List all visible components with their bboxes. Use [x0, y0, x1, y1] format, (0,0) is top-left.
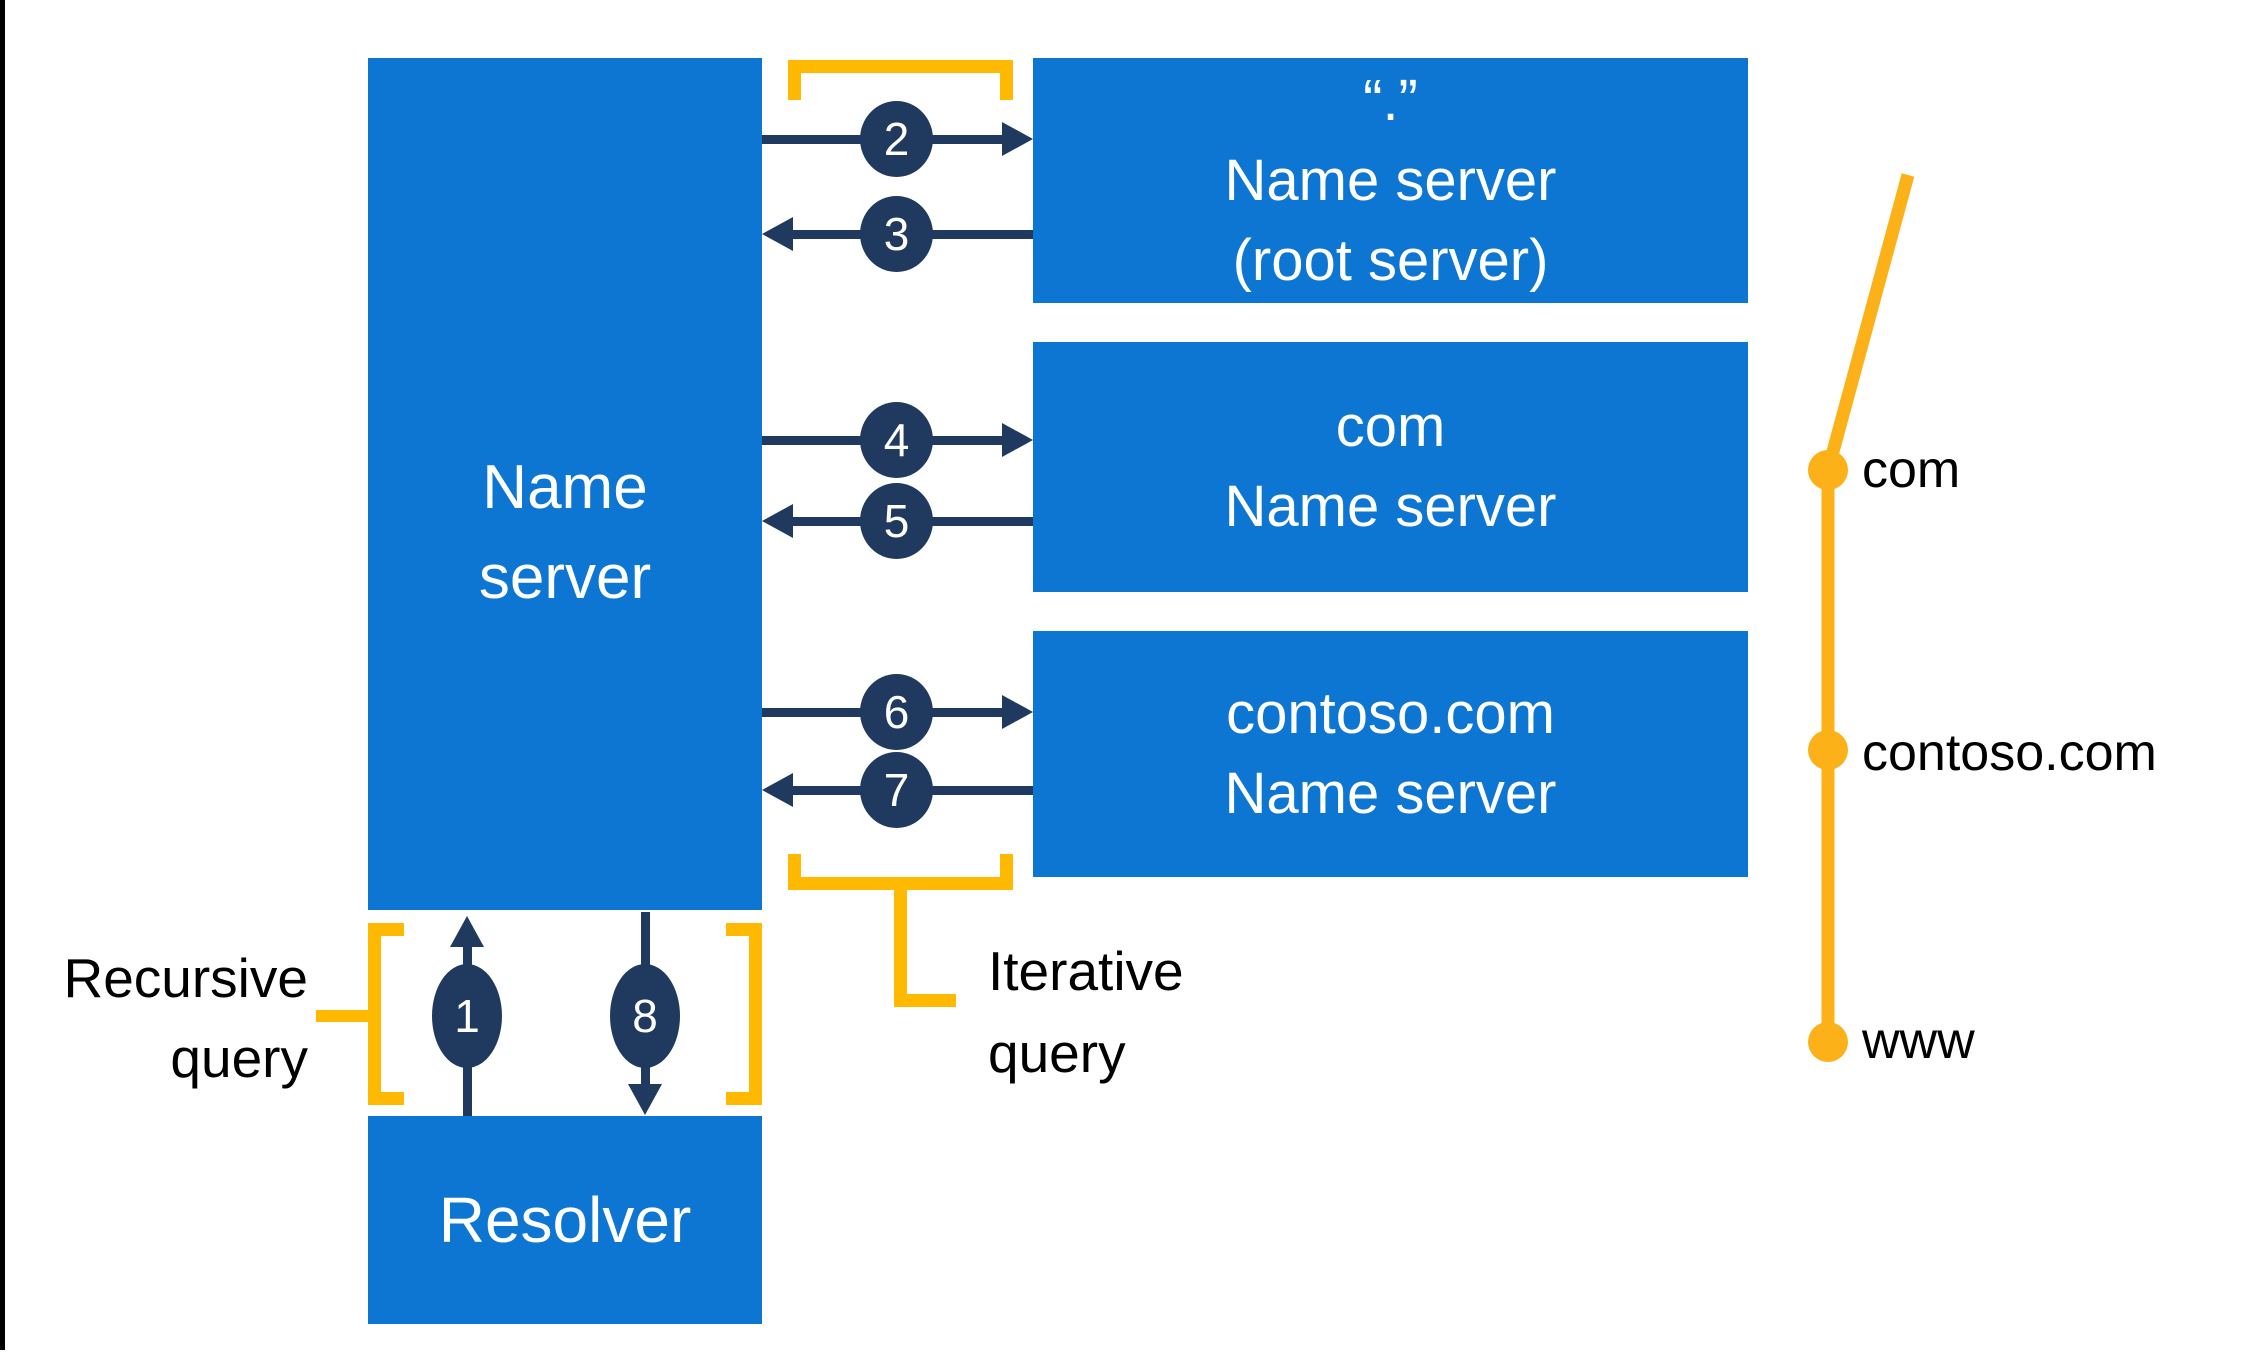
arrow-left-icon [762, 773, 793, 807]
root-server-box: “.” Name server (root server) [1033, 58, 1748, 303]
step-1-number: 1 [454, 990, 480, 1042]
step-6-number: 6 [883, 686, 910, 738]
arrow-right-icon [1002, 423, 1033, 457]
step-3-number: 3 [883, 208, 910, 260]
recursive-connector [316, 1010, 368, 1022]
step-7-number: 7 [883, 764, 910, 816]
arrow-right-icon [1002, 695, 1033, 729]
arrow-up-icon [450, 916, 484, 947]
domain-tree-graphic [1808, 173, 1915, 1062]
resolver-label: Resolver [438, 1184, 692, 1256]
recursive-query-label: Recursive query [20, 938, 308, 1098]
arrow-right-icon [1002, 122, 1033, 156]
step-8-badge: 8 [610, 964, 680, 1068]
step-3-badge: 3 [860, 196, 933, 272]
com-server-box: com Name server [1033, 342, 1748, 592]
iterative-query-label-line1: Iterative [988, 940, 1184, 1002]
tree-node-contoso-dot [1808, 730, 1848, 770]
iterative-top-bracket [788, 60, 1013, 100]
recursive-query-label-line2: query [170, 1027, 308, 1089]
com-server-label-line1: com [1335, 394, 1446, 459]
step-7-badge: 7 [860, 752, 933, 828]
tree-root-branch-line [1821, 173, 1915, 472]
name-server-box: Name server [368, 58, 762, 910]
step-4-badge: 4 [860, 402, 933, 478]
iterative-query-label-line2: query [988, 1022, 1126, 1084]
tree-node-www-dot [1808, 1022, 1848, 1062]
contoso-server-label-line2: Name server [1224, 761, 1557, 826]
step-5-number: 5 [883, 495, 910, 547]
tree-label-contoso: contoso.com [1862, 724, 2157, 782]
arrow-left-icon [762, 504, 793, 538]
recursive-left-bracket [368, 923, 404, 1105]
arrow-left-icon [762, 217, 793, 251]
root-server-label-line2: Name server [1224, 147, 1557, 213]
iterative-query-label: Iterative query [988, 930, 1184, 1094]
contoso-server-box: contoso.com Name server [1033, 631, 1748, 877]
tree-label-www: www [1862, 1012, 1975, 1070]
step-4-number: 4 [883, 414, 910, 466]
root-server-label-line3: (root server) [1232, 227, 1549, 293]
recursive-right-bracket [726, 923, 762, 1105]
com-server-label-line2: Name server [1224, 474, 1557, 539]
tree-node-com-dot [1808, 450, 1848, 490]
resolver-box: Resolver [368, 1116, 762, 1324]
recursive-query-label-line1: Recursive [63, 947, 308, 1009]
step-1-badge: 1 [432, 964, 502, 1068]
step-6-badge: 6 [860, 674, 933, 750]
step-2-badge: 2 [860, 101, 933, 177]
iterative-connector-vertical [894, 890, 907, 1007]
iterative-bottom-bracket [788, 854, 1013, 890]
step-5-badge: 5 [860, 483, 933, 559]
name-server-label-line1: Name [482, 453, 648, 522]
step-8-number: 8 [632, 990, 658, 1042]
contoso-server-label-line1: contoso.com [1226, 681, 1555, 746]
left-border-line [0, 0, 5, 1350]
step-2-number: 2 [883, 113, 910, 165]
arrow-down-icon [628, 1084, 662, 1115]
root-server-label-dot: “.” [1363, 67, 1418, 133]
iterative-connector-foot [894, 994, 956, 1007]
name-server-label-line2: server [478, 543, 652, 612]
tree-label-com: com [1862, 441, 1961, 499]
